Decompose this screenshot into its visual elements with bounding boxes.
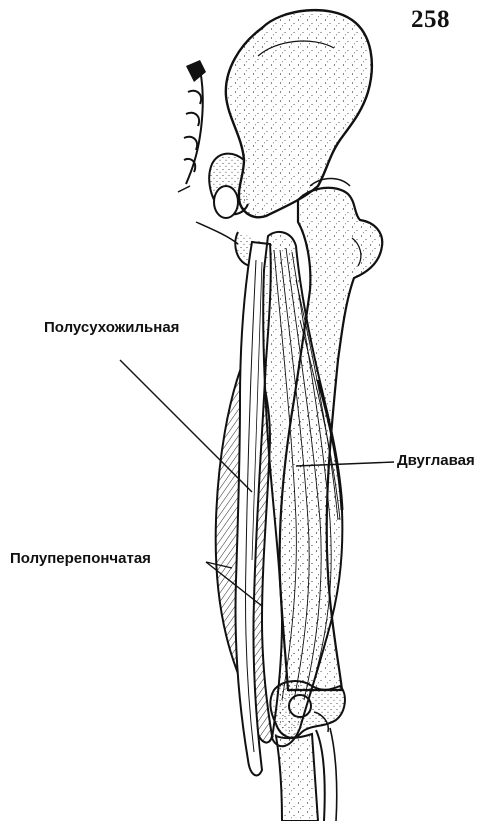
sacrum-bone xyxy=(178,60,206,192)
page-number: 258 xyxy=(411,6,450,34)
label-biceps-femoris: Двуглавая xyxy=(397,452,475,469)
label-semimembranosus: Полуперепончатая xyxy=(10,550,151,567)
label-semitendinosus: Полусухожильная xyxy=(44,319,179,336)
pelvis-bone xyxy=(209,10,372,218)
